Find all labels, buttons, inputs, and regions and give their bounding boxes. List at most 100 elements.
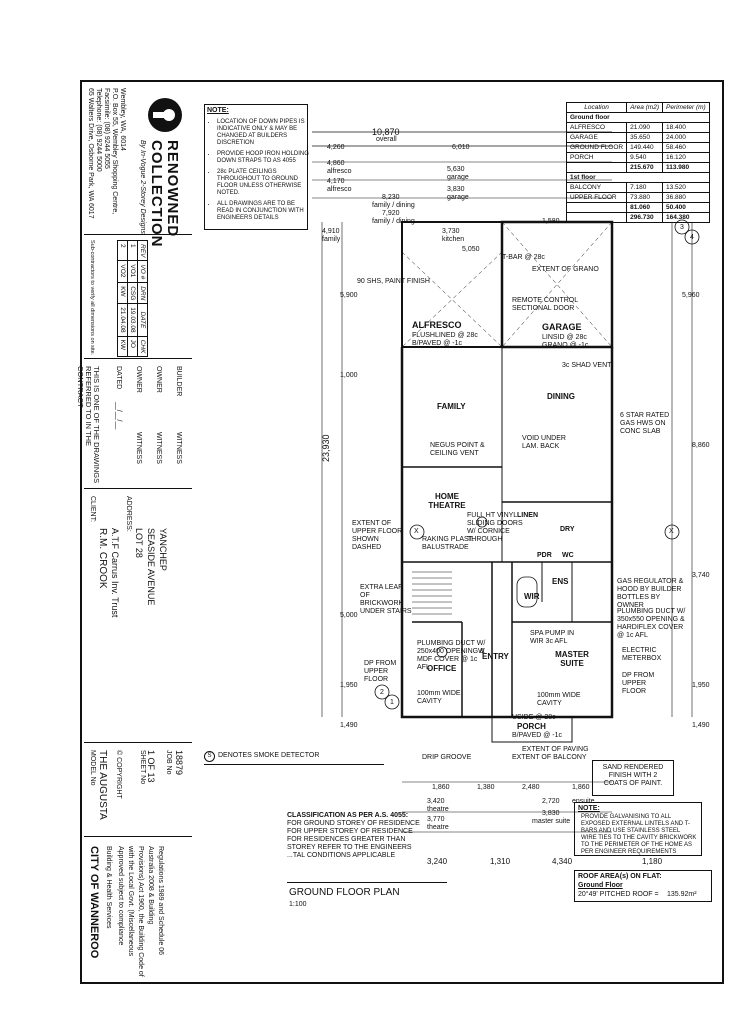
subcontractor-notice: Sub-contractors to verify all dimensions… [89, 240, 95, 356]
address-lot: LOT 28 [134, 528, 144, 558]
rev-cell: 19.03.08 [127, 303, 138, 337]
room-entry: ENTRY [482, 652, 509, 661]
company-tagline: By In-Vogue 2-Storey Designs [139, 140, 146, 234]
dim-side-i: 1,950 [692, 682, 710, 689]
revision-table: REV VO # DRN DATE CHK 1 VO1 CSG 19.03.08… [117, 240, 148, 357]
spa-pump-note: SPA PUMP IN WIR 3c AFL [530, 630, 575, 645]
stamp-line-4: with the Local Govt. (Miscellaneous [127, 846, 134, 957]
copyright: © COPYRIGHT [115, 750, 122, 799]
porch-note-2: B/PAVED @ -1c [512, 732, 563, 739]
client-trust: A.T.F Carrus Inv. Trust [110, 528, 120, 618]
area-h-perimeter: Perimeter (m) [662, 102, 710, 113]
galv-heading: NOTE: [578, 805, 600, 812]
company-address-4: P.O. Box 55, Wembley Shopping Centre, [111, 88, 118, 215]
dim-side-g: 8,860 [692, 442, 710, 449]
plan-title: GROUND FLOOR PLAN [289, 887, 400, 898]
dim-side-f: 5,960 [682, 292, 700, 299]
dim-bot-j-label: theatre [427, 824, 449, 831]
dim-top-c: 4,860 [327, 160, 345, 167]
company-block: 65 Walters Drive, Osborne Park, WA 6017 … [84, 84, 192, 248]
dim-bot-j: 3,770 [427, 816, 445, 823]
room-master-suite: MASTER SUITE [555, 650, 589, 668]
area-total: 164.380 [662, 212, 710, 223]
note-item: 28c PLATE CEILINGS THROUGHOUT TO GROUND … [217, 169, 313, 197]
contract-witness-2: WITNESS [155, 432, 162, 464]
sand-rendered-box: SAND RENDERED FINISH WITH 2 COATS OF PAI… [592, 760, 674, 796]
dim-bot-i-label: theatre [427, 806, 449, 813]
class-line-6: ...TAL CONDITIONS APPLICABLE [287, 852, 396, 859]
company-logo-icon [148, 98, 182, 132]
dim-bot-l-label: ensuite [572, 798, 595, 805]
overall-width: 10,870 [372, 127, 400, 137]
sheet-label: SHEET No [139, 750, 146, 785]
dim-bot-h: 1,860 [572, 784, 590, 791]
rev-h-2: DRN [137, 282, 148, 304]
dim-top-l: 1,580 [542, 218, 560, 225]
company-name-1: RENOWNED [164, 140, 181, 238]
note-item: ALL DRAWINGS ARE TO BE READ IN CONJUNCTI… [217, 201, 313, 222]
area-total: 296.730 [626, 212, 663, 223]
rev-cell: KW [117, 282, 128, 304]
smoke-legend-label: DENOTES SMOKE DETECTOR [218, 752, 320, 759]
client-name: R.M. CROOK [97, 528, 108, 589]
dim-top-e-label: alfresco [327, 186, 352, 193]
stamp-line-5: Provisions) Act 1960, the Building Code … [137, 846, 144, 977]
room-ens: ENS [552, 577, 569, 586]
dim-bot-c: 4,340 [552, 857, 573, 866]
room-pdr: PDR [537, 552, 552, 559]
void-note: VOID UNDER LAM. BACK [522, 435, 566, 450]
galvanising-note-box: NOTE: PROVIDE GALVANISING TO ALL EXPOSED… [574, 802, 702, 856]
dim-bot-k: 3,830 [542, 810, 560, 817]
cavity-note-1: 100mm WIDE CAVITY [417, 690, 461, 705]
dim-bot-i: 3,420 [427, 798, 445, 805]
dim-top-f-label: garage [447, 194, 469, 201]
contract-statement: THIS IS ONE OF THE DRAWINGS REFERRED TO … [76, 366, 101, 484]
drawing-sheet: 65 Walters Drive, Osborne Park, WA 6017 … [76, 80, 724, 984]
dim-top-c-label: alfresco [327, 168, 352, 175]
dim-top-j: 3,730 [442, 228, 460, 235]
address-label: ADDRESS: [125, 496, 132, 532]
overall-depth: 23,930 [321, 434, 331, 462]
sliding-doors-note: FULL HT VINYL SLIDING DOORS W/ CORNICE T… [467, 512, 523, 543]
dim-side-j: 1,490 [692, 722, 710, 729]
rev-h-1: VO # [137, 260, 148, 283]
dim-top-g-label: family / dining [372, 202, 415, 209]
stamp-line-1: CITY OF WANNEROO [88, 846, 100, 959]
plan-title-block: GROUND FLOOR PLAN 1:100 [287, 882, 447, 913]
room-alfresco: ALFRESCO [412, 320, 462, 330]
model-label: MODEL No [89, 750, 96, 786]
company-address-2: Telephone: (08) 9244 5000 [95, 88, 102, 172]
room-office: OFFICE [427, 664, 457, 673]
negus-note: NEGUS POINT & CEILING VENT [430, 442, 485, 457]
gas-regulator-note: GAS REGULATOR & HOOD BY BUILDER BOTTLES … [617, 578, 684, 609]
roof-area-box: ROOF AREA(s) ON FLAT: Ground Floor 20°49… [574, 870, 712, 902]
contract-dated-value: __/__/__ [115, 402, 122, 430]
alfresco-note-2: B/PAVED @ -1c [412, 340, 463, 347]
company-address-5: Wembley, WA, 6014 [119, 88, 126, 151]
room-dining: DINING [547, 392, 575, 401]
company-name-2: COLLECTION [148, 140, 165, 248]
rev-cell: VO2 [117, 260, 128, 283]
rev-cell: VO1 [127, 260, 138, 283]
contract-block: THIS IS ONE OF THE DRAWINGS REFERRED TO … [76, 362, 192, 489]
area-h-area: Area (m2) [626, 102, 663, 113]
contract-dated-label: DATED [115, 366, 122, 390]
stamp-line-6: Australia 2008 & Building [147, 846, 154, 925]
plan-scale: 1:100 [289, 901, 307, 908]
dim-top-h: 7,920 [382, 210, 400, 217]
under-stairs-note: EXTRA LEAF OF BRICKWORK UNDER STAIRS [360, 584, 412, 615]
contract-witness-3: WITNESS [175, 432, 182, 464]
rev-cell: JO [127, 336, 138, 357]
tbar-note: T-BAR @ 28c [502, 254, 545, 261]
room-wc: WC [562, 552, 574, 559]
dim-side-c: 5,000 [340, 612, 358, 619]
marker-3: 3 [680, 224, 684, 231]
galv-text: PROVIDE GALVANISING TO ALL EXPOSED EXTER… [581, 814, 697, 855]
rev-h-0: REV [137, 240, 148, 261]
note-item: LOCATION OF DOWN PIPES IS INDICATIVE ONL… [217, 119, 313, 147]
class-line-3: FOR UPPER STOREY OF RESIDENCE [287, 828, 413, 835]
class-line-4: FOR RESIDENCES GREATER THAN [287, 836, 406, 843]
rev-h-4: CHK [137, 336, 148, 357]
client-label: CLIENT: [89, 496, 96, 523]
title-strip: 65 Walters Drive, Osborne Park, WA 6017 … [76, 84, 192, 977]
